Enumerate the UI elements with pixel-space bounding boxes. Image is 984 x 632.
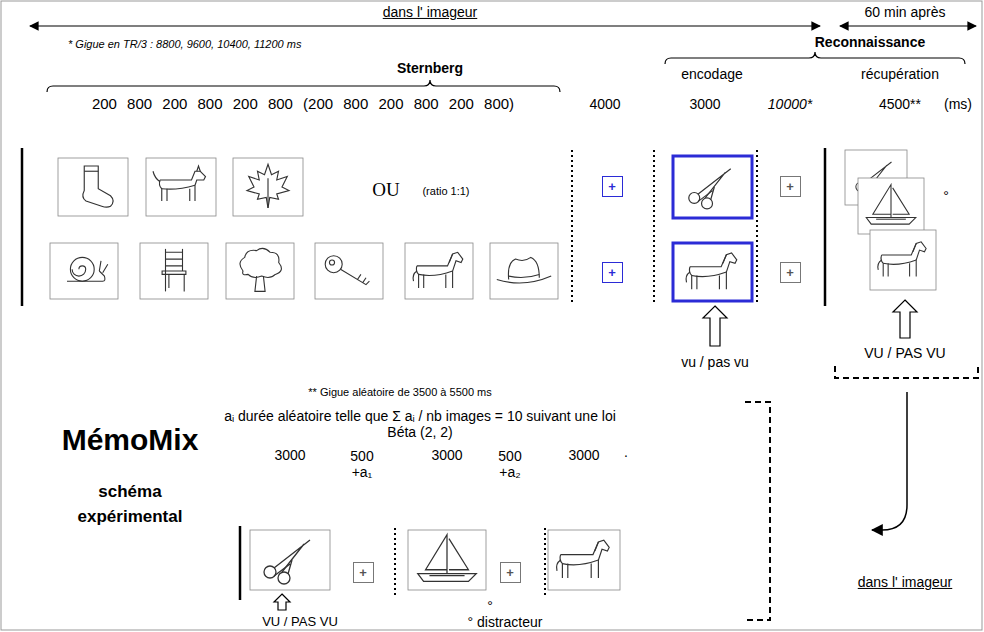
fixation-box: + — [353, 562, 374, 583]
fixation-box: + — [500, 562, 521, 583]
annotation-label: encodage — [681, 66, 743, 82]
annotation-label: 500 +a₂ — [493, 448, 527, 480]
annotation-label: ° — [487, 598, 493, 614]
annotation-label: 200 800 200 800 200 800 (200 800 200 800… — [92, 95, 514, 112]
fixation-cross: + — [786, 266, 794, 279]
annotation-label: ** Gigue aléatoire de 3500 à 5500 ms — [308, 386, 491, 399]
annotation-label: ° — [943, 188, 949, 204]
annotation-label: 3000 — [274, 447, 305, 463]
annotation-label: vu / pas vu — [681, 354, 749, 370]
annotation-label: Sternberg — [397, 60, 463, 76]
fixation-cross: + — [608, 180, 616, 193]
diagram-title: MémoMix — [62, 423, 199, 457]
fixation-box: + — [780, 262, 801, 283]
fixation-cross: + — [786, 180, 794, 193]
annotation-label: récupération — [861, 66, 939, 82]
annotation-label: Reconnaissance — [815, 34, 926, 50]
annotation-label: * Gigue en TR/3 : 8800, 9600, 10400, 112… — [68, 38, 301, 51]
annotation-label: 3000 — [431, 447, 462, 463]
annotation-label: aᵢ durée aléatoire telle que Σ aᵢ / nb i… — [224, 408, 616, 440]
annotation-label: 4500** — [879, 96, 921, 112]
fixation-box: + — [780, 176, 801, 197]
annotation-label: (ms) — [944, 96, 972, 112]
annotation-label: . — [624, 444, 628, 460]
fixation-box: + — [602, 176, 623, 197]
annotation-label: schéma expérimental — [60, 480, 200, 529]
annotation-label: VU / PAS VU — [262, 615, 338, 630]
annotation-label: 3000 — [689, 96, 720, 112]
fixation-box: + — [602, 262, 623, 283]
annotation-label: (ratio 1:1) — [422, 185, 469, 198]
annotation-label: OU — [372, 179, 399, 201]
annotation-label: VU / PAS VU — [864, 345, 945, 361]
annotation-label: 10000* — [768, 96, 812, 112]
annotation-label: 500 +a₁ — [345, 448, 379, 480]
annotation-label: 60 min après — [865, 4, 946, 20]
annotation-label: 4000 — [589, 96, 620, 112]
fixation-cross: + — [359, 566, 367, 579]
annotation-label: ° distracteur — [468, 614, 543, 630]
annotation-label: dans l' imageur — [383, 4, 478, 20]
fixation-cross: + — [608, 266, 616, 279]
fixation-cross: + — [506, 566, 514, 579]
annotation-label: 3000 — [568, 447, 599, 463]
annotation-label: dans l' imageur — [858, 574, 953, 590]
